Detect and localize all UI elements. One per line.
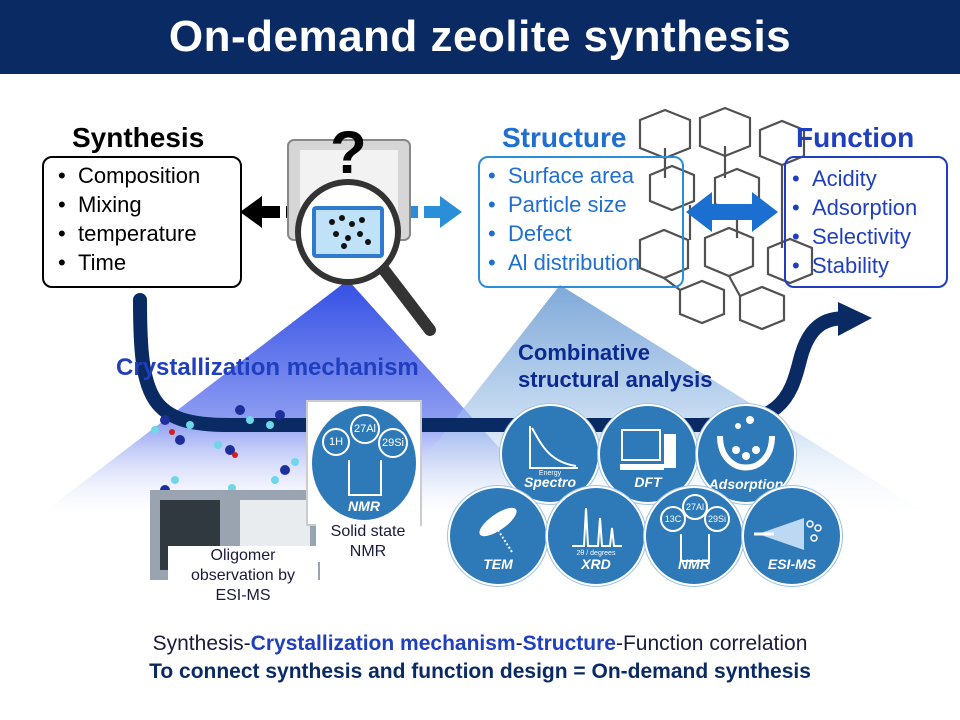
page-title: On-demand zeolite synthesis bbox=[168, 12, 792, 61]
caption-line: ESI-MS bbox=[215, 587, 271, 604]
list-item: Composition bbox=[58, 161, 200, 190]
flow-arrow-head bbox=[838, 302, 872, 336]
correlation-synthesis: Synthesis- bbox=[152, 632, 251, 655]
technique-label: DFT bbox=[634, 474, 662, 490]
title-bar: On-demand zeolite synthesis bbox=[0, 0, 960, 74]
nmr-tube-icon bbox=[348, 460, 382, 496]
caption-line: Oligomer bbox=[210, 547, 276, 564]
xrd-axis-label: 2θ / degrees bbox=[576, 550, 616, 557]
correlation-dash: - bbox=[515, 632, 523, 655]
correlation-crystallization: Crystallization mechanism bbox=[250, 632, 516, 655]
zeolite-framework bbox=[638, 106, 814, 331]
correlation-line: Synthesis-Crystallization mechanism-Stru… bbox=[0, 632, 960, 656]
left-dashed-arrow bbox=[240, 196, 294, 228]
isotope-si: 29Si bbox=[704, 506, 730, 532]
isotope-si: 29Si bbox=[378, 428, 408, 458]
technique-label: Spectro bbox=[523, 474, 577, 490]
list-item: Adsorption bbox=[792, 193, 917, 222]
technique-label: ESI-MS bbox=[767, 556, 817, 572]
solid-state-caption: Solid state NMR bbox=[316, 522, 420, 562]
synthesis-box bbox=[42, 156, 242, 288]
list-item: Stability bbox=[792, 251, 917, 280]
list-item: Defect bbox=[488, 219, 640, 248]
technique-label: Adsorption bbox=[708, 476, 784, 492]
double-arrow bbox=[686, 192, 778, 232]
list-item: Al distribution bbox=[488, 248, 640, 277]
structure-box bbox=[478, 156, 684, 288]
tem-icon bbox=[479, 507, 517, 553]
function-box bbox=[784, 156, 948, 288]
crystallization-mechanism-label: Crystallization mechanism bbox=[116, 354, 419, 381]
nmr-card-label: NMR bbox=[348, 498, 380, 514]
xrd-icon bbox=[572, 507, 622, 547]
list-item: Time bbox=[58, 248, 200, 277]
computer-icon bbox=[620, 429, 676, 470]
list-item: Acidity bbox=[792, 164, 917, 193]
isotope-al: 27Al bbox=[350, 414, 380, 444]
list-item: Surface area bbox=[488, 161, 640, 190]
isotope-c: 13C bbox=[660, 506, 686, 532]
caption-line: observation by bbox=[190, 567, 296, 584]
function-heading: Function bbox=[796, 122, 915, 153]
technique-nmr: 13C 27Al 29Si NMR bbox=[644, 486, 744, 586]
oligomer-caption: Oligomer observation by ESI-MS bbox=[168, 546, 318, 606]
technique-esi-ms: ESI-MS bbox=[742, 486, 842, 586]
combinative-label-line1: Combinative bbox=[518, 340, 651, 365]
correlation-function: -Function correlation bbox=[615, 632, 808, 655]
function-list: Acidity Adsorption Selectivity Stability bbox=[792, 164, 917, 280]
combinative-label-line2: structural analysis bbox=[518, 367, 713, 392]
conclusion-line: To connect synthesis and function design… bbox=[149, 660, 811, 683]
structure-list: Surface area Particle size Defect Al dis… bbox=[488, 161, 640, 277]
technique-tem: TEM bbox=[448, 486, 548, 586]
list-item: Particle size bbox=[488, 190, 640, 219]
question-mark: ? bbox=[330, 119, 367, 186]
correlation-structure: Structure bbox=[522, 632, 616, 655]
esi-ms-icon bbox=[754, 518, 822, 550]
structure-heading: Structure bbox=[502, 122, 627, 153]
nmr-card: 1H 27Al 29Si NMR bbox=[306, 400, 422, 526]
spectro-axis-label: Energy bbox=[538, 470, 562, 477]
technique-label: TEM bbox=[483, 556, 513, 572]
nmr-tube-icon bbox=[680, 534, 710, 562]
isotope-h: 1H bbox=[322, 428, 350, 456]
caption-line: NMR bbox=[349, 543, 387, 560]
synthesis-list: Composition Mixing temperature Time bbox=[58, 161, 200, 277]
synthesis-heading: Synthesis bbox=[72, 122, 205, 153]
list-item: Mixing bbox=[58, 190, 200, 219]
magnifier-graphic bbox=[287, 139, 436, 336]
technique-label: NMR bbox=[678, 556, 710, 572]
caption-line: Solid state bbox=[330, 523, 406, 540]
right-dashed-arrow bbox=[410, 196, 462, 228]
technique-xrd: 2θ / degrees XRD bbox=[546, 486, 646, 586]
list-item: temperature bbox=[58, 219, 200, 248]
spectro-icon bbox=[529, 426, 578, 469]
technique-label: XRD bbox=[581, 556, 611, 572]
list-item: Selectivity bbox=[792, 222, 917, 251]
adsorption-icon bbox=[717, 416, 775, 471]
combinative-label: Combinative structural analysis bbox=[518, 339, 712, 393]
isotope-al: 27Al bbox=[682, 494, 708, 520]
